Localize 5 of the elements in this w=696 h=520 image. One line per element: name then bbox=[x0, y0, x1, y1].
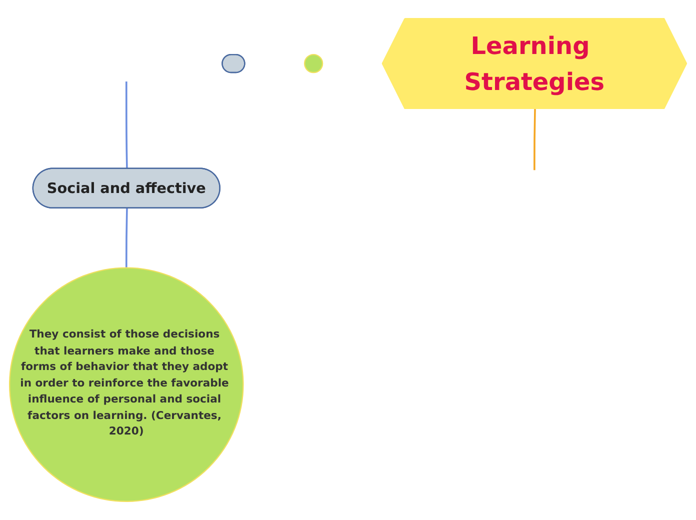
connector bbox=[125, 208, 128, 268]
node-circle bbox=[304, 54, 324, 74]
connector bbox=[125, 82, 128, 169]
connector bbox=[534, 109, 536, 170]
node-circle: They consist of those decisions that learners make and those forms of behavior that they adopt in order to reinforce the favorable influence of personal and social factors on learning. (Cervantes, 2020) bbox=[8, 267, 244, 502]
